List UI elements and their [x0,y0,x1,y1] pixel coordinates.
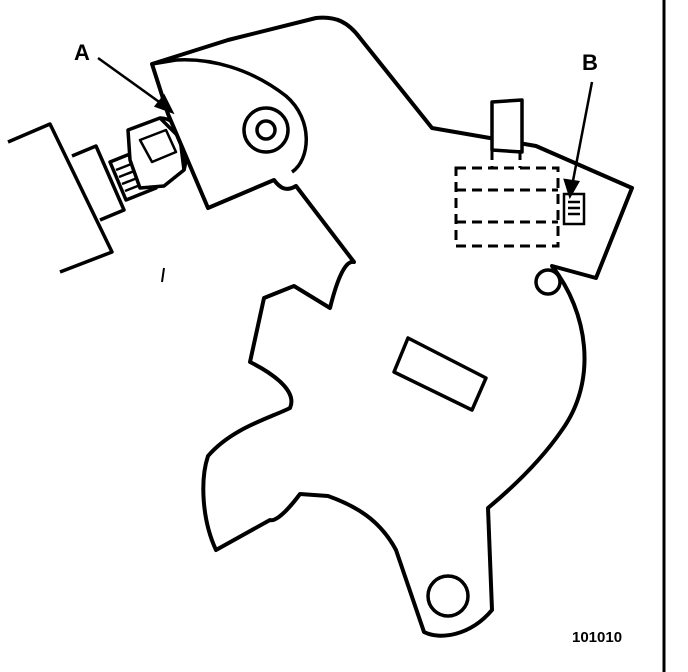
pivot-hole [242,106,290,154]
tick-mark [161,267,165,283]
leader-lines [97,56,594,200]
hidden-block [454,150,560,248]
label-a: A [74,40,90,65]
cam-lever-plate [150,15,634,638]
center-slot [392,336,488,412]
spring-tab [490,98,524,154]
retaining-screw [562,192,586,226]
lower-hole [426,574,470,618]
small-hole [534,268,562,296]
mounting-bracket [7,122,126,274]
label-b: B [582,50,598,75]
figure-number: 101010 [572,629,622,646]
plate-jaw [151,58,308,174]
